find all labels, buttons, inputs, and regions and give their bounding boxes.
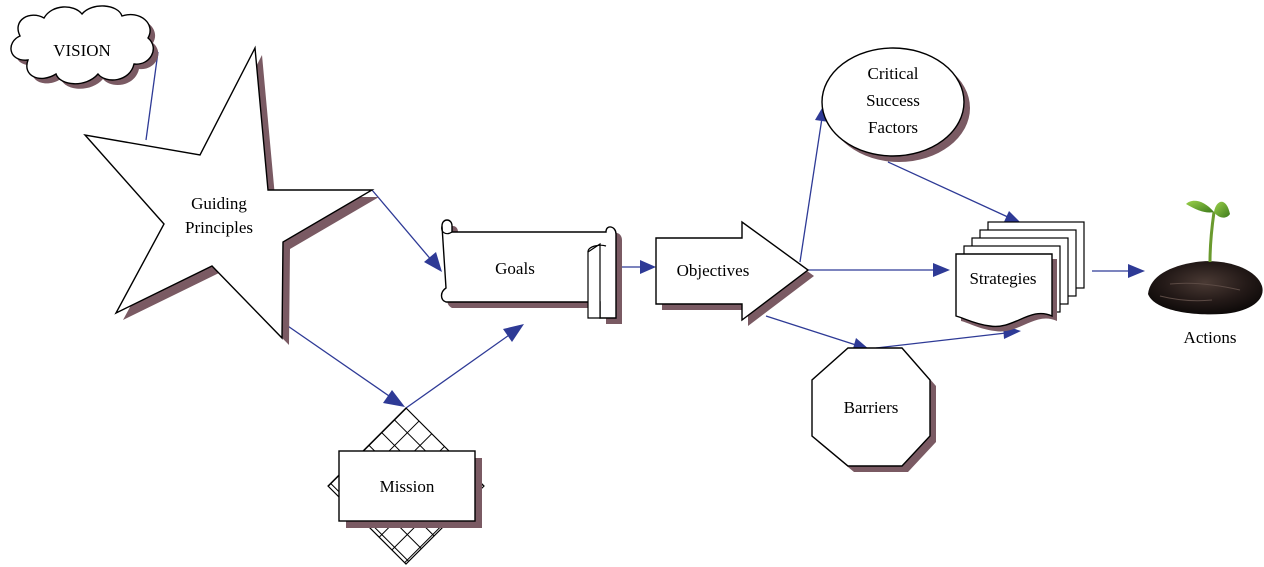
vision-label: VISION — [53, 41, 111, 60]
critical-success-factors-ellipse: Critical Success Factors — [821, 47, 970, 162]
csf-label-line2: Success — [866, 91, 920, 110]
connector-barriers-strategies — [875, 332, 1007, 349]
barriers-label: Barriers — [844, 398, 899, 417]
arrowhead — [1003, 211, 1022, 224]
csf-label-line3: Factors — [868, 118, 918, 137]
goals-scroll: Goals — [440, 219, 622, 324]
vision-cloud: VISION — [10, 5, 159, 89]
arrowhead — [640, 260, 656, 274]
arrowhead — [424, 252, 442, 272]
actions-node: Actions — [1148, 200, 1263, 347]
guiding-principles-label-line1: Guiding — [191, 194, 247, 213]
connector-objectives-barriers — [765, 315, 857, 346]
objectives-arrow: Objectives — [655, 220, 814, 326]
connector-mission-goals — [405, 332, 513, 409]
guiding-principles-star: Guiding Principles — [83, 45, 379, 345]
actions-label: Actions — [1184, 328, 1237, 347]
arrowhead — [1128, 264, 1145, 278]
goals-label: Goals — [495, 259, 535, 278]
mission-node: Mission — [327, 407, 485, 565]
connector-csf-strategies — [887, 161, 1011, 219]
seedling-icon — [1148, 200, 1263, 315]
strategies-documents: Strategies — [955, 221, 1085, 332]
connector-objectives-csf — [799, 117, 823, 263]
strategies-label: Strategies — [969, 269, 1036, 288]
arrowhead — [383, 390, 405, 407]
arrowhead — [503, 324, 524, 342]
barriers-octagon: Barriers — [811, 347, 936, 472]
connector-principles-mission — [281, 321, 393, 399]
csf-label-line1: Critical — [868, 64, 919, 83]
connector-vision-principles — [145, 51, 159, 141]
objectives-label: Objectives — [677, 261, 750, 280]
connector-principles-goals — [371, 189, 434, 263]
guiding-principles-label-line2: Principles — [185, 218, 253, 237]
arrowhead — [933, 263, 950, 277]
mission-label: Mission — [380, 477, 435, 496]
